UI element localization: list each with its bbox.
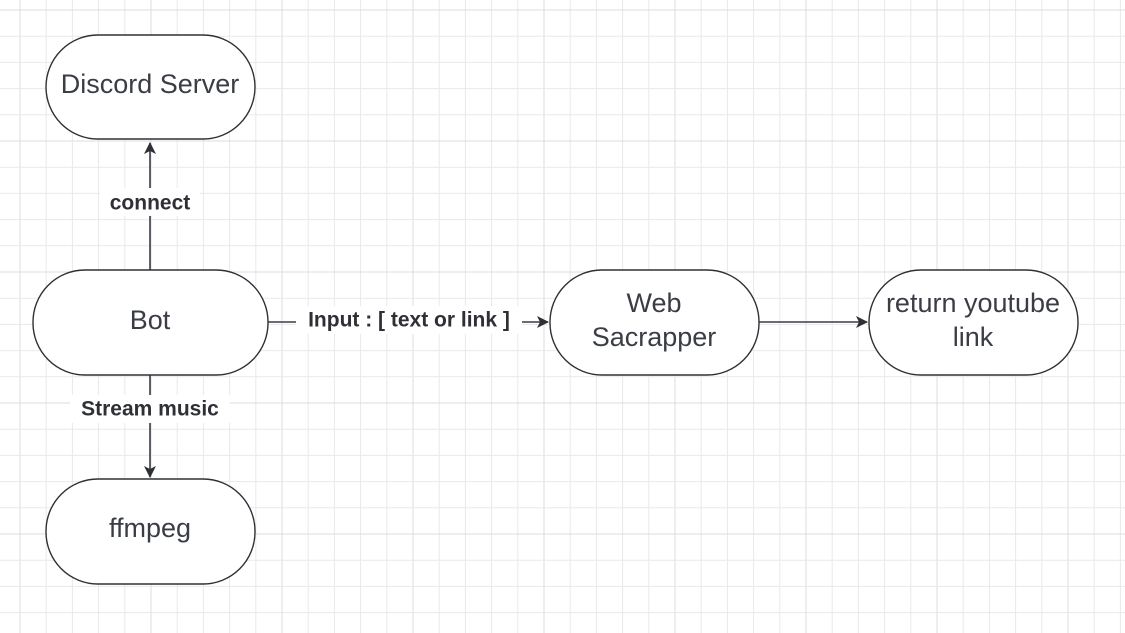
node-bot[interactable]: Bot	[32, 269, 269, 376]
edge-label-bg	[296, 306, 522, 334]
node-shape-ffmpeg	[45, 478, 256, 585]
edges: connect Stream music Input : [ text or l…	[70, 142, 868, 478]
node-label-bot: Bot	[130, 305, 171, 335]
node-label-discord-server: Discord Server	[61, 69, 240, 99]
edge-label-stream-music: Stream music	[81, 398, 219, 421]
node-discord-server[interactable]: Discord Server	[45, 34, 256, 140]
node-label-web-scrapper-line-1: Web	[626, 288, 681, 318]
edge-label-connect: connect	[110, 192, 191, 215]
node-label-youtube-link-line-1: return youtube	[886, 288, 1060, 318]
edge-label-bg	[70, 395, 230, 423]
node-label-youtube-link-line-2: link	[953, 322, 994, 352]
node-label-web-scrapper-line-2: Sacrapper	[592, 322, 717, 352]
edge-label-input: Input : [ text or link ]	[308, 309, 510, 332]
node-ffmpeg[interactable]: ffmpeg	[45, 478, 256, 585]
node-youtube-link[interactable]: return youtube link	[868, 269, 1079, 376]
node-label-ffmpeg: ffmpeg	[109, 513, 191, 543]
node-shape-bot	[32, 269, 269, 376]
node-shape-discord-server	[45, 34, 256, 140]
node-shape-youtube-link	[868, 269, 1079, 376]
edge-label-bg	[100, 188, 200, 216]
node-web-scrapper[interactable]: Web Sacrapper	[549, 269, 760, 376]
node-shape-web-scrapper	[549, 269, 760, 376]
